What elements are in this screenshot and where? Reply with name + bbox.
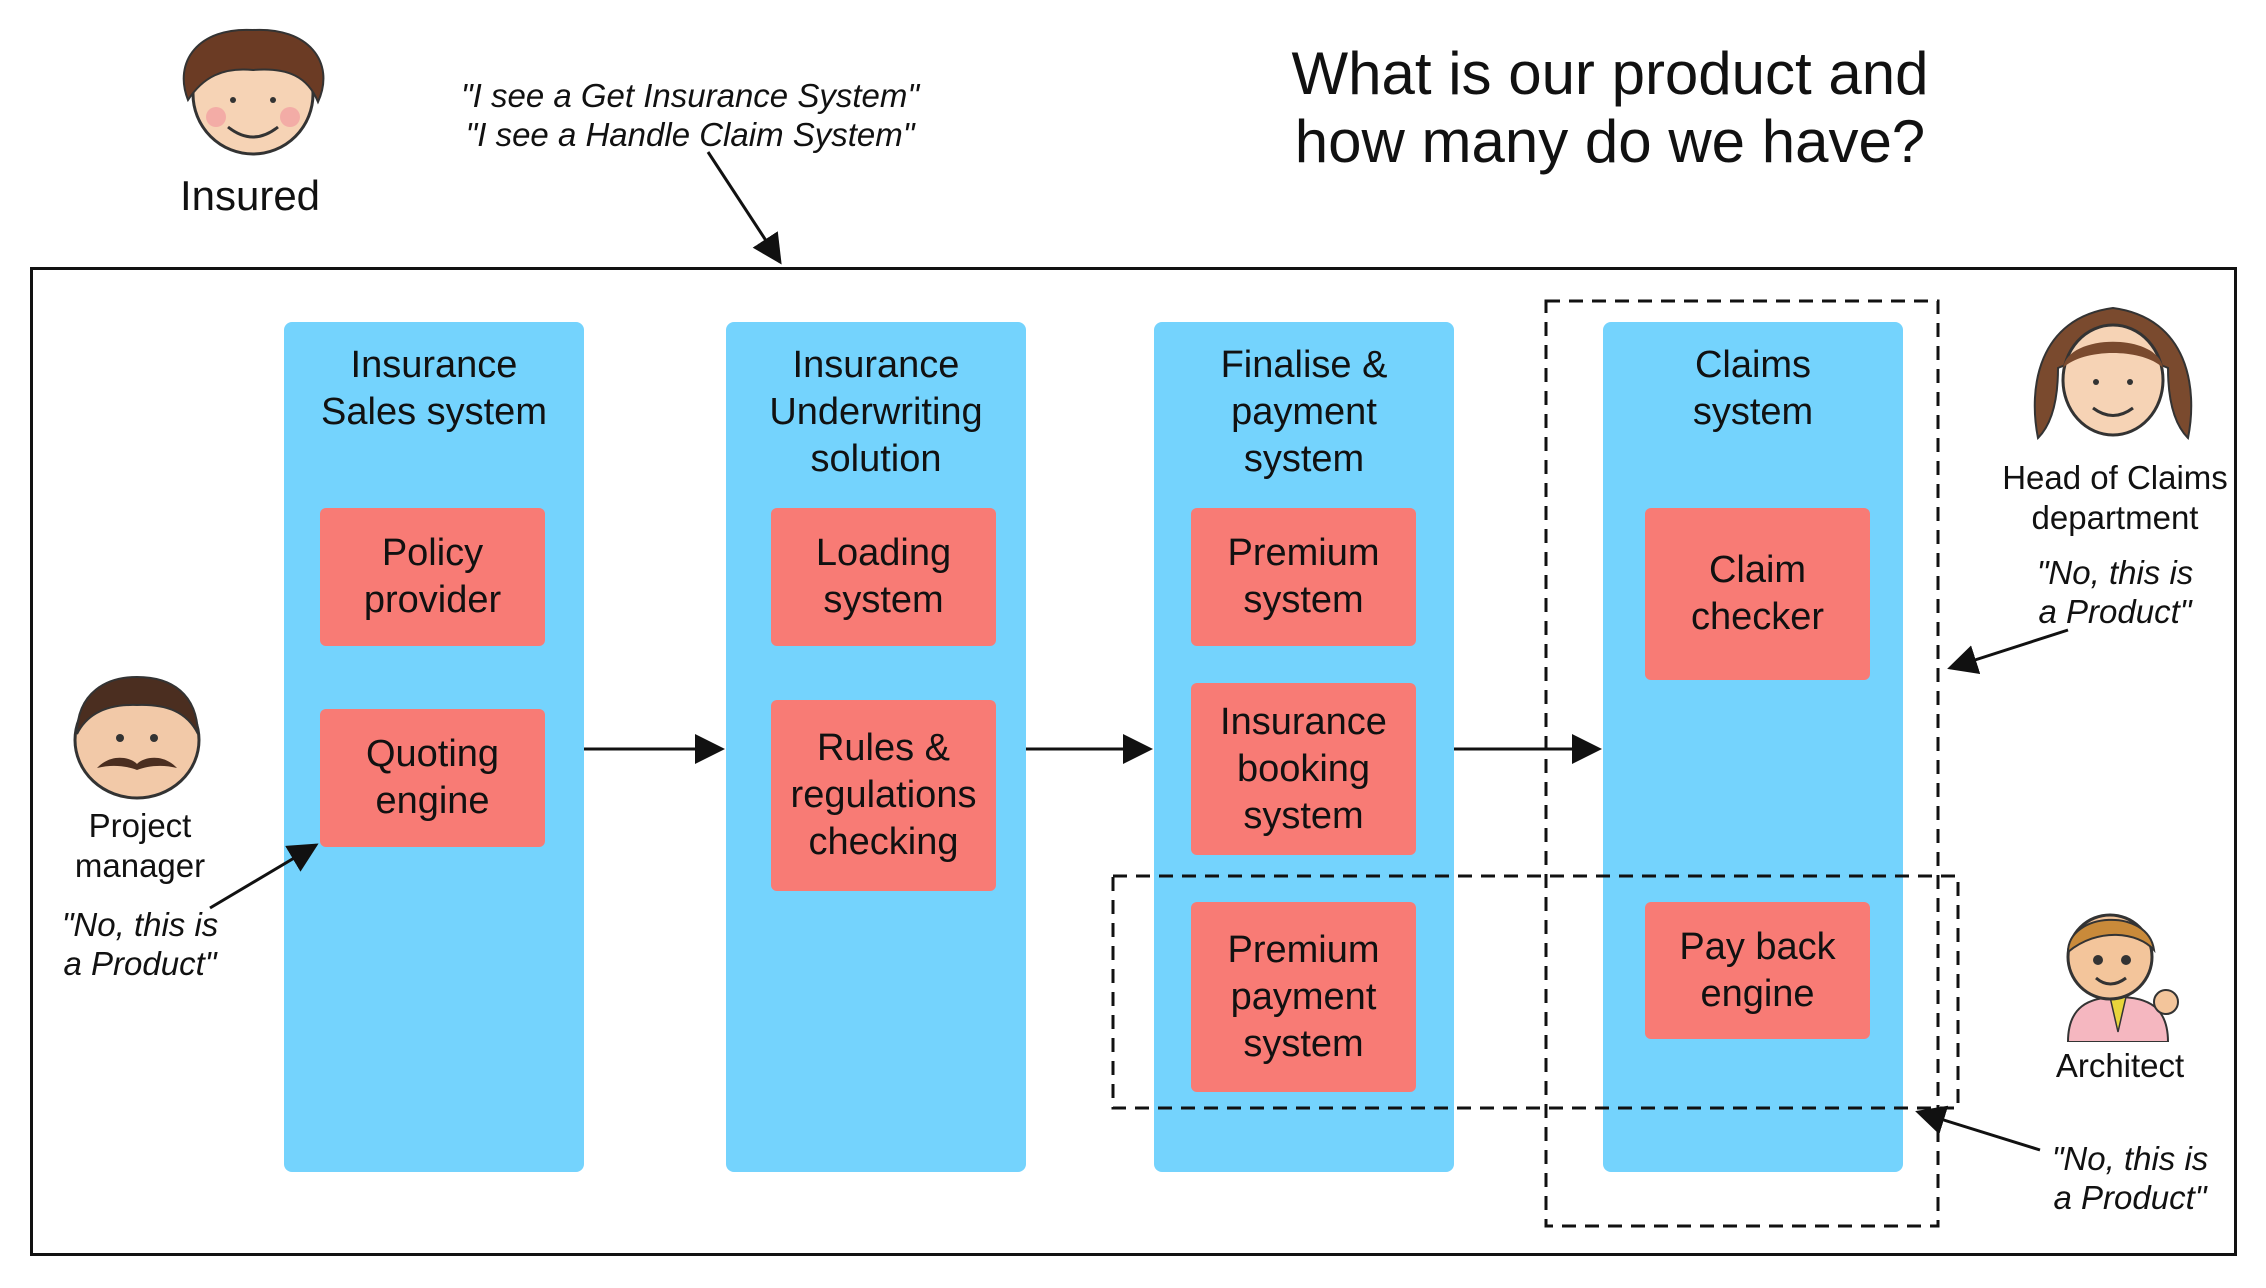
insured-label: Insured: [150, 172, 350, 220]
column-title-line: payment: [1231, 391, 1377, 433]
column-title-line: Underwriting: [769, 391, 983, 433]
project-manager-quote-line-2: a Product": [63, 945, 217, 982]
insured-quote: "I see a Get Insurance System" "I see a …: [410, 76, 970, 154]
project-manager-avatar-icon: [73, 675, 201, 800]
box-label-line: booking: [1236, 747, 1371, 790]
architect-quote: "No, this is a Product": [2020, 1139, 2240, 1217]
project-manager-quote: "No, this is a Product": [30, 905, 250, 983]
box-label-line: Premium: [1227, 928, 1380, 971]
box-label-line: Loading: [815, 532, 952, 574]
box-policy-provider: Policy provider: [320, 508, 545, 646]
architect-avatar-icon: [2066, 913, 2179, 1042]
product-landscape-frame: [30, 267, 2237, 1256]
box-label-line: Pay back: [1679, 925, 1836, 968]
architect-quote-line-1: "No, this is: [2051, 1140, 2209, 1177]
project-manager-quote-line-1: "No, this is: [61, 906, 219, 943]
head-of-claims-label: Head of Claims department: [1975, 458, 2255, 538]
insured-avatar-icon: [182, 28, 325, 156]
head-of-claims-quote: "No, this is a Product": [2000, 553, 2230, 631]
column-title-line: Claims: [1694, 344, 1812, 386]
box-label-line: system: [1243, 1022, 1364, 1065]
box-label-line: engine: [1700, 972, 1815, 1015]
column-title-line: solution: [810, 438, 942, 480]
box-rules-regulations-checking: Rules & regulations checking: [771, 700, 996, 891]
box-label-line: payment: [1230, 975, 1377, 1018]
column-title-line: Finalise &: [1220, 344, 1388, 386]
architect-label-text: Architect: [2055, 1047, 2185, 1084]
column-title: Insurance Underwriting solution: [726, 342, 1026, 483]
box-claim-checker: Claim checker: [1645, 508, 1870, 680]
column-title-line: Insurance: [350, 344, 518, 386]
project-manager-label: Project manager: [40, 806, 240, 886]
insured-pointer-arrow: [706, 151, 782, 265]
project-manager-label-line-2: manager: [74, 847, 206, 884]
column-title-line: Sales system: [321, 391, 547, 433]
box-label-line: checking: [808, 821, 959, 863]
box-label-line: engine: [375, 780, 490, 822]
column-title-line: Insurance: [792, 344, 960, 386]
box-loading-system: Loading system: [771, 508, 996, 646]
column-title-line: system: [1243, 438, 1365, 480]
box-label-line: system: [1243, 794, 1364, 837]
insured-quote-line-2: "I see a Handle Claim System": [465, 116, 915, 153]
box-label-line: system: [1243, 579, 1364, 621]
box-label-line: Policy: [381, 532, 484, 574]
box-premium-system: Premium system: [1191, 508, 1416, 646]
box-pay-back-engine: Pay back engine: [1645, 902, 1870, 1039]
box-premium-payment-system: Premium payment system: [1191, 902, 1416, 1092]
head-of-claims-quote-line-1: "No, this is: [2036, 554, 2194, 591]
box-label-line: provider: [363, 579, 502, 621]
question-title: What is our product and how many do we h…: [1230, 40, 1990, 176]
head-of-claims-label-line-2: department: [2031, 499, 2199, 536]
box-label-line: system: [823, 579, 944, 621]
project-manager-label-line-1: Project: [88, 807, 192, 844]
column-title: Insurance Sales system: [284, 342, 584, 436]
box-quoting-engine: Quoting engine: [320, 709, 545, 847]
column-title: Claims system: [1603, 342, 1903, 436]
column-title-line: system: [1692, 391, 1814, 433]
architect-label: Architect: [2020, 1046, 2220, 1086]
head-of-claims-quote-line-2: a Product": [2038, 593, 2192, 630]
title-line-2: how many do we have?: [1294, 108, 1926, 175]
column-claims-system: Claims system: [1603, 322, 1903, 1172]
box-label-line: checker: [1690, 596, 1825, 638]
box-insurance-booking-system: Insurance booking system: [1191, 683, 1416, 855]
box-label-line: regulations: [790, 774, 977, 816]
head-of-claims-label-line-1: Head of Claims: [2002, 459, 2228, 496]
box-label-line: Premium: [1227, 532, 1380, 574]
box-label-line: Insurance: [1220, 700, 1387, 743]
architect-quote-line-2: a Product": [2053, 1179, 2207, 1216]
box-label-line: Quoting: [365, 733, 500, 775]
column-title: Finalise & payment system: [1154, 342, 1454, 483]
insured-label-text: Insured: [179, 172, 321, 219]
box-label-line: Rules &: [816, 727, 951, 769]
box-label-line: Claim: [1708, 549, 1807, 591]
title-line-1: What is our product and: [1291, 40, 1929, 107]
insured-quote-line-1: "I see a Get Insurance System": [460, 77, 920, 114]
head-of-claims-avatar-icon: [2033, 306, 2193, 441]
